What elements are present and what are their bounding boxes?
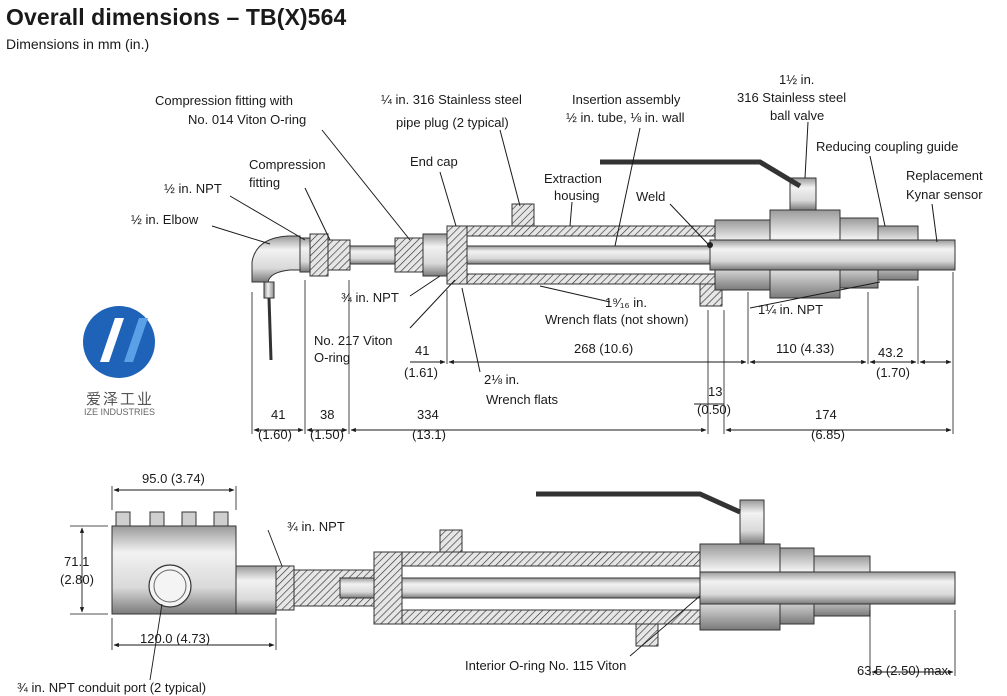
housing-bottom-wall: [466, 273, 718, 285]
dim-enclosure-height-value: 71.1: [64, 554, 89, 569]
bottom-assembly: [111, 491, 956, 647]
callout-interior-oring: Interior O-ring No. 115 Viton: [465, 658, 626, 673]
screw-1: [115, 511, 131, 527]
kynar-sensor: [709, 239, 956, 271]
callout-ball-valve-3: ball valve: [770, 108, 824, 123]
dim-432-inch: (1.70): [876, 365, 910, 380]
callout-wrench-flats-218-1: 2⅛ in.: [484, 372, 519, 387]
logo-stroke-right: [124, 318, 148, 362]
callout-compression-fitting-1: Compression: [249, 157, 326, 172]
pipe-plug-top: [511, 203, 535, 227]
callout-compression-fitting-2: fitting: [249, 175, 280, 190]
housing-top-wall: [466, 225, 718, 237]
callout-ball-valve-2: 316 Stainless steel: [737, 90, 846, 105]
callout-end-cap: End cap: [410, 154, 458, 169]
bottom-sensor: [699, 571, 956, 605]
callout-viton-217-1: No. 217 Viton: [314, 333, 393, 348]
fitting-a: [299, 237, 311, 273]
callout-wrench-flats-916-1: 1⁹⁄₁₆ in.: [605, 295, 647, 310]
screw-2: [149, 511, 165, 527]
bottom-housing-bottom: [401, 609, 703, 625]
dim-enclosure-height-inch: (2.80): [60, 572, 94, 587]
logo-text-en: IZE INDUSTRIES: [84, 407, 155, 417]
callout-extraction-housing-2: housing: [554, 188, 600, 203]
dim-174-inch: (6.85): [811, 427, 845, 442]
callout-conduit-port: ¾ in. NPT conduit port (2 typical): [17, 680, 206, 695]
dim-13-inch: (0.50): [697, 402, 731, 417]
callout-weld: Weld: [636, 189, 665, 204]
callout-compression-fitting-oring-1: Compression fitting with: [155, 93, 293, 108]
callout-insertion-assembly-1: Insertion assembly: [572, 92, 681, 107]
dim-334-value: 334: [417, 407, 439, 422]
dim-41b-inch: (1.60): [258, 427, 292, 442]
weld-point: [707, 242, 713, 248]
dim-41a-value: 41: [415, 343, 429, 358]
fitting-b: [309, 233, 329, 277]
bottom-valve-handle: [536, 491, 742, 515]
dim-38-value: 38: [320, 407, 334, 422]
end-cap: [446, 225, 468, 285]
bottom-end-cap: [373, 551, 403, 625]
top-extension-lines: [251, 272, 954, 434]
conduit-port: [148, 564, 192, 608]
callout-extraction-housing-1: Extraction: [544, 171, 602, 186]
callout-half-npt: ½ in. NPT: [164, 181, 222, 196]
logo-stroke-left: [100, 318, 124, 362]
page-subtitle: Dimensions in mm (in.): [6, 36, 150, 52]
page-title: Overall dimensions – TB(X)564: [6, 4, 347, 30]
dim-38-inch: (1.50): [310, 427, 344, 442]
callout-replacement-sensor-1: Replacement: [906, 168, 983, 183]
dim-41a-inch: (1.61): [404, 365, 438, 380]
callout-wrench-flats-916-2: Wrench flats (not shown): [545, 312, 689, 327]
dim-432-value: 43.2: [878, 345, 903, 360]
callout-three-quarter-npt: ¾ in. NPT: [341, 290, 399, 305]
dim-enclosure-width: 95.0 (3.74): [142, 471, 205, 486]
bottom-extension-lines: [70, 486, 956, 676]
elbow-stem: [263, 281, 275, 299]
elbow-shape: [251, 235, 301, 283]
compression-nut: [422, 233, 448, 277]
callout-pipe-plug-2: pipe plug (2 typical): [396, 115, 509, 130]
screw-3: [181, 511, 197, 527]
callout-wrench-flats-218-2: Wrench flats: [486, 392, 559, 407]
callout-pipe-plug-1: ¼ in. 316 Stainless steel: [381, 92, 522, 107]
dim-110: 110 (4.33): [776, 341, 834, 356]
dim-334-inch: (13.1): [412, 427, 446, 442]
callout-viton-217-2: O-ring: [314, 350, 350, 365]
callout-half-elbow: ½ in. Elbow: [131, 212, 199, 227]
valve-handle: [600, 159, 802, 189]
dim-enclosure-depth: 120.0 (4.73): [140, 631, 210, 646]
dim-41b-value: 41: [271, 407, 285, 422]
callout-compression-fitting-oring-2: No. 014 Viton O-ring: [188, 112, 306, 127]
top-leaders: [211, 121, 938, 373]
callout-replacement-sensor-2: Kynar sensor: [906, 187, 983, 202]
compression-fitting: [394, 237, 424, 273]
screw-4: [213, 511, 229, 527]
callout-npt-114: 1¼ in. NPT: [758, 302, 823, 317]
top-assembly: [251, 159, 956, 361]
watermark-logo: 爱泽工业 IZE INDUSTRIES: [83, 306, 155, 417]
callout-bottom-three-quarter-npt: ¾ in. NPT: [287, 519, 345, 534]
dim-max-length: 63.5 (2.50) max.: [857, 663, 952, 678]
callout-ball-valve-1: 1½ in.: [779, 72, 814, 87]
dim-268: 268 (10.6): [574, 341, 633, 356]
fitting-c: [327, 239, 351, 271]
logo-outer-circle: [83, 306, 155, 378]
bottom-dimension-arrows: [79, 487, 954, 681]
bottom-valve-stem: [739, 499, 765, 545]
bottom-fitting-a: [275, 565, 295, 611]
dim-13-value: 13: [708, 384, 722, 399]
bottom-housing-top: [401, 551, 703, 567]
dim-174-value: 174: [815, 407, 837, 422]
enclosure-neck: [235, 565, 277, 615]
bottom-plug-bottom: [635, 623, 659, 647]
callout-reducing-coupling: Reducing coupling guide: [816, 139, 958, 154]
conduit-port-inner: [153, 569, 187, 603]
sensor-wire: [267, 297, 273, 361]
bottom-plug-top: [439, 529, 463, 553]
callout-insertion-assembly-2: ½ in. tube, ⅛ in. wall: [566, 110, 685, 125]
logo-text-cn: 爱泽工业: [86, 390, 154, 408]
top-dimension-arrows: [253, 359, 952, 433]
